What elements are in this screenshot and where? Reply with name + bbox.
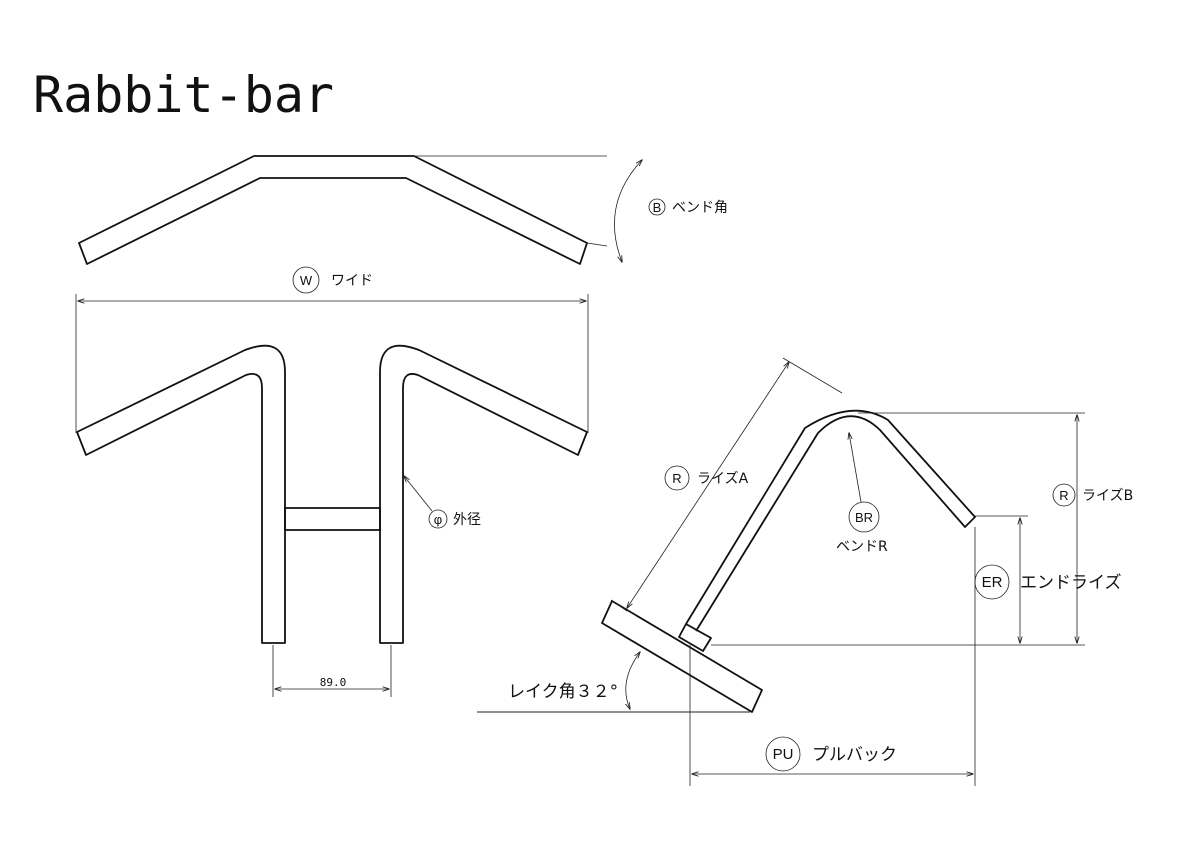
- bend-angle-label: ベンド角: [672, 200, 728, 216]
- gap-dimension-value: 89.0: [320, 676, 347, 689]
- rake-angle-label: レイク角３２°: [508, 682, 618, 702]
- width-symbol-text: W: [300, 273, 313, 288]
- drawing-title: Rabbit-bar: [33, 66, 334, 124]
- pullback-symbol-text: PU: [773, 746, 794, 763]
- cross-brace: [284, 507, 381, 531]
- bend-angle-symbol: [648, 198, 666, 216]
- outer-diameter-symbol-text: φ: [434, 512, 442, 527]
- bend-r-leader: [849, 433, 862, 503]
- front-view: W ワイド φ 外径 89.0: [75, 266, 589, 697]
- outer-diameter-leader: [404, 476, 433, 512]
- clamp-block: [678, 623, 712, 652]
- pullback-label: プルバック: [812, 745, 897, 765]
- bend-angle-arc: [614, 160, 642, 262]
- end-rise-label: エンドライズ: [1020, 573, 1122, 593]
- rake-angle-arc: [626, 652, 640, 709]
- bar-side-profile: [685, 409, 976, 632]
- side-view: R ライズA BR ベンドR R ライズB ER エンドライズ レイク角３２° …: [477, 357, 1133, 786]
- rise-b-symbol: [1052, 483, 1076, 507]
- width-symbol: [292, 266, 320, 294]
- bend-angle-symbol-text: B: [653, 200, 662, 215]
- rise-a-symbol-text: R: [672, 471, 681, 486]
- top-view: B ベンド角: [78, 155, 728, 265]
- rise-a-symbol: [664, 465, 690, 491]
- outer-diameter-symbol: [428, 509, 448, 529]
- bar-left-half: [76, 344, 286, 644]
- rise-b-label: ライズB: [1082, 488, 1133, 504]
- bend-r-symbol-text: BR: [855, 510, 873, 525]
- bar-right-half: [379, 344, 588, 644]
- clamp-base: [601, 600, 763, 713]
- rise-a-ext-low: [610, 599, 628, 612]
- bend-r-label: ベンドR: [836, 539, 888, 555]
- outer-diameter-label: 外径: [453, 512, 481, 528]
- pullback-symbol: [765, 736, 801, 772]
- width-label: ワイド: [331, 273, 373, 289]
- rise-a-label: ライズA: [697, 471, 749, 487]
- bend-r-symbol: [848, 501, 880, 533]
- end-rise-symbol-text: ER: [982, 574, 1003, 591]
- rise-a-ext-high: [782, 357, 843, 394]
- rise-a-dimension-line: [627, 362, 789, 608]
- rise-b-symbol-text: R: [1059, 488, 1068, 503]
- extension-line: [586, 242, 608, 247]
- bar-top-outline: [78, 155, 588, 265]
